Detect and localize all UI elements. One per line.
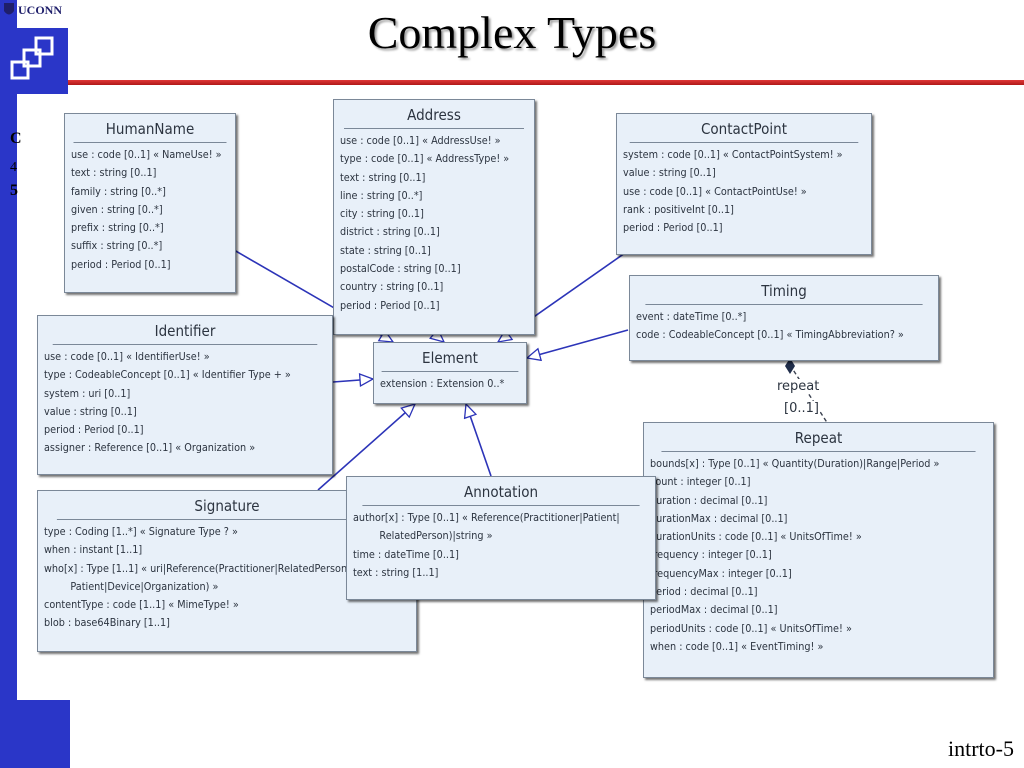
class-humanname: HumanName use : code [0..1] « NameUse! »… bbox=[64, 113, 236, 293]
class-title: Repeat bbox=[661, 423, 976, 452]
course-logo bbox=[0, 28, 68, 94]
class-attribute: value : string [0..1] bbox=[623, 166, 716, 180]
class-attribute: city : string [0..1] bbox=[340, 207, 424, 221]
generalization-annotation bbox=[466, 404, 492, 477]
generalization-signature bbox=[317, 404, 415, 491]
class-attribute: period : decimal [0..1] bbox=[650, 585, 758, 599]
class-attribute: duration : decimal [0..1] bbox=[650, 493, 768, 507]
composition-diamond bbox=[785, 358, 795, 374]
class-element: Element extension : Extension 0..* bbox=[373, 342, 527, 404]
class-attribute: text : string [0..1] bbox=[340, 170, 426, 184]
class-annotation: Annotation author[x] : Type [0..1] « Ref… bbox=[346, 476, 656, 600]
class-attribute: code : CodeableConcept [0..1] « TimingAb… bbox=[636, 328, 904, 342]
class-attribute: postalCode : string [0..1] bbox=[340, 262, 461, 276]
generalization-timing bbox=[527, 329, 629, 358]
class-attribute: frequency : integer [0..1] bbox=[650, 548, 772, 562]
class-attribute: time : dateTime [0..1] bbox=[353, 547, 459, 561]
hidden-text-fragment: C bbox=[10, 130, 22, 147]
class-attribute: periodUnits : code [0..1] « UnitsOfTime!… bbox=[650, 621, 852, 635]
class-attribute: blob : base64Binary [1..1] bbox=[44, 616, 170, 630]
class-attribute: suffix : string [0..*] bbox=[71, 239, 163, 253]
class-attribute: extension : Extension 0..* bbox=[380, 377, 505, 390]
class-attribute: count : integer [0..1] bbox=[650, 475, 751, 489]
class-title: Signature bbox=[56, 491, 398, 520]
composition-repeat bbox=[789, 364, 829, 425]
class-attribute: country : string [0..1] bbox=[340, 280, 444, 294]
class-attribute: when : instant [1..1] bbox=[44, 543, 143, 557]
class-title: Address bbox=[344, 100, 524, 129]
class-attribute: periodMax : decimal [0..1] bbox=[650, 603, 778, 617]
class-attribute: event : dateTime [0..*] bbox=[636, 310, 747, 323]
class-attribute: when : code [0..1] « EventTiming! » bbox=[650, 639, 824, 653]
class-attribute: state : string [0..1] bbox=[340, 243, 431, 257]
class-attribute: durationUnits : code [0..1] « UnitsOfTim… bbox=[650, 530, 862, 544]
hidden-text-fragment: 4 bbox=[10, 160, 17, 175]
class-attribute: use : code [0..1] « NameUse! » bbox=[71, 148, 222, 161]
slide-title: Complex Types bbox=[367, 7, 657, 58]
network-blocks-icon bbox=[10, 36, 54, 80]
class-attribute: family : string [0..*] bbox=[71, 184, 166, 198]
class-title: Annotation bbox=[362, 477, 640, 506]
class-attribute: use : code [0..1] « IdentifierUse! » bbox=[44, 350, 210, 363]
class-address: Address use : code [0..1] « AddressUse! … bbox=[333, 99, 535, 335]
class-attribute: RelatedPerson)|string » bbox=[379, 529, 493, 543]
class-attribute: district : string [0..1] bbox=[340, 225, 440, 239]
class-attribute: durationMax : decimal [0..1] bbox=[650, 511, 788, 525]
class-attribute: prefix : string [0..*] bbox=[71, 221, 164, 235]
class-identifier: Identifier use : code [0..1] « Identifie… bbox=[37, 315, 333, 475]
uconn-wordmark: UCONN bbox=[18, 2, 62, 17]
class-contactpoint: ContactPoint system : code [0..1] « Cont… bbox=[616, 113, 872, 255]
class-attribute: line : string [0..*] bbox=[340, 188, 423, 202]
class-attribute: period : Period [0..1] bbox=[71, 257, 171, 271]
class-attribute: author[x] : Type [0..1] « Reference(Prac… bbox=[353, 511, 620, 524]
relation-multiplicity-label: [0..1] bbox=[783, 401, 820, 416]
class-timing: Timing event : dateTime [0..*] code : Cod… bbox=[629, 275, 939, 361]
uconn-logo: UCONN bbox=[3, 2, 62, 18]
class-title: HumanName bbox=[73, 114, 227, 143]
class-attribute: type : code [0..1] « AddressType! » bbox=[340, 152, 510, 166]
class-attribute: use : code [0..1] « ContactPointUse! » bbox=[623, 184, 807, 198]
class-attribute: period : Period [0..1] bbox=[623, 221, 723, 235]
class-attribute: type : Coding [1..*] « Signature Type ? … bbox=[44, 525, 238, 538]
relation-role-label: repeat bbox=[776, 379, 821, 394]
hidden-text-fragment: 5 bbox=[10, 182, 18, 199]
class-attribute: text : string [0..1] bbox=[71, 166, 157, 180]
class-title: Timing bbox=[645, 276, 923, 305]
class-attribute: period : Period [0..1] bbox=[340, 298, 440, 312]
class-attribute: system : code [0..1] « ContactPointSyste… bbox=[623, 148, 843, 161]
class-attribute: given : string [0..*] bbox=[71, 202, 163, 216]
sidebar-footer-block bbox=[0, 700, 70, 768]
class-title: Element bbox=[381, 343, 519, 372]
class-attribute: system : uri [0..1] bbox=[44, 386, 131, 400]
class-attribute: value : string [0..1] bbox=[44, 404, 137, 418]
generalization-identifier bbox=[332, 379, 373, 382]
class-attribute: rank : positiveInt [0..1] bbox=[623, 202, 734, 216]
class-attribute: assigner : Reference [0..1] « Organizati… bbox=[44, 441, 256, 455]
class-attribute: bounds[x] : Type [0..1] « Quantity(Durat… bbox=[650, 457, 940, 470]
class-title: ContactPoint bbox=[629, 114, 859, 143]
class-attribute: frequencyMax : integer [0..1] bbox=[650, 566, 792, 580]
class-attribute: type : CodeableConcept [0..1] « Identifi… bbox=[44, 368, 291, 382]
class-attribute: text : string [1..1] bbox=[353, 565, 439, 579]
class-attribute: contentType : code [1..1] « MimeType! » bbox=[44, 598, 239, 612]
class-attribute: who[x] : Type [1..1] « uri|Reference(Pra… bbox=[44, 561, 351, 575]
class-attribute: Patient|Device|Organization) » bbox=[70, 579, 219, 593]
uconn-crest-icon bbox=[4, 3, 14, 15]
class-attribute: use : code [0..1] « AddressUse! » bbox=[340, 134, 501, 147]
class-title: Identifier bbox=[52, 316, 318, 345]
title-rule bbox=[68, 80, 1024, 85]
slide-footer-label: intrto-5 bbox=[948, 736, 1014, 761]
class-repeat: Repeat bounds[x] : Type [0..1] « Quantit… bbox=[643, 422, 994, 678]
class-attribute: period : Period [0..1] bbox=[44, 423, 144, 437]
sidebar-bar bbox=[0, 0, 17, 768]
